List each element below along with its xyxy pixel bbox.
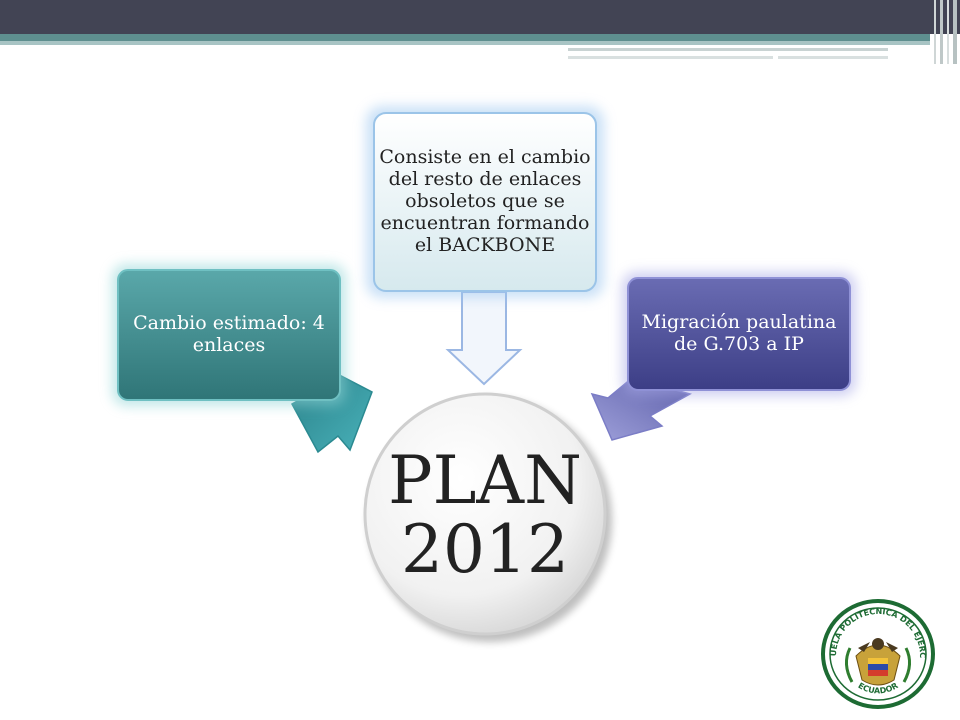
- right-box-text: Migración paulatina de G.703 a IP: [641, 311, 837, 355]
- top-box-text: Consiste en el cambio del resto de enlac…: [379, 146, 591, 256]
- center-title-line2: 2012: [401, 511, 569, 588]
- center-title-line1: PLAN: [388, 441, 582, 519]
- left-box: [117, 269, 341, 401]
- arrow-top-to-center: [445, 291, 523, 386]
- right-box: [627, 277, 851, 391]
- header-accent-strip-light: [0, 41, 930, 45]
- header-line: [568, 48, 888, 51]
- header-edge-lines: [930, 0, 960, 64]
- center-title: PLAN 2012: [365, 395, 605, 635]
- svg-text:ECUADOR: ECUADOR: [856, 681, 899, 695]
- top-box: [373, 112, 597, 292]
- institution-seal-logo: ESCUELA POLITECNICA DEL EJERCITO ECUADOR: [820, 598, 935, 709]
- header-bar: [0, 0, 960, 34]
- header-line: [778, 56, 888, 59]
- left-box-text: Cambio estimado: 4 enlaces: [133, 312, 325, 356]
- header-accent-strip: [0, 34, 930, 41]
- header-line: [568, 56, 773, 59]
- center-circle: [363, 392, 607, 636]
